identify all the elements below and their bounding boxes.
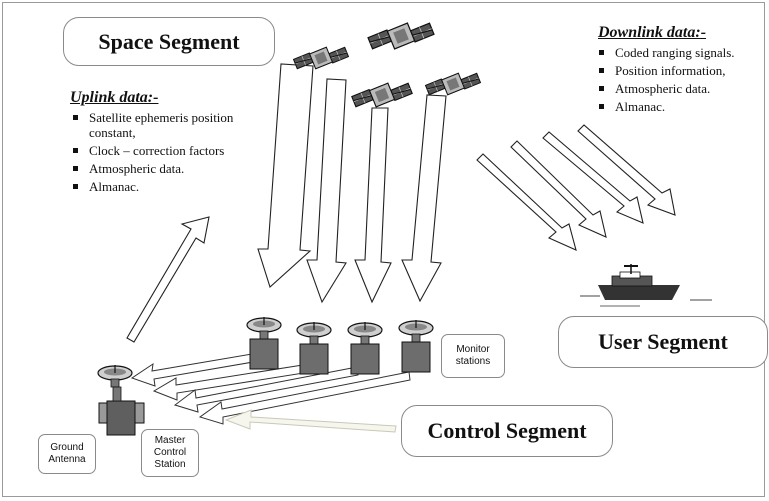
downlink-list: Coded ranging signals. Position informat… xyxy=(597,45,757,117)
uplink-list: Satellite ephemeris position constant, C… xyxy=(71,110,241,197)
arrow-icon xyxy=(354,107,392,304)
arrow-icon xyxy=(126,216,210,343)
user-segment-label: User Segment xyxy=(558,316,768,368)
arrow-icon xyxy=(257,63,314,288)
arrow-icon xyxy=(510,140,607,238)
uplink-item: Satellite ephemeris position constant, xyxy=(71,110,241,140)
arrow-icon xyxy=(198,371,411,425)
downlink-heading: Downlink data:- xyxy=(598,24,707,41)
arrow-icon xyxy=(173,366,359,413)
arrow-icon xyxy=(130,352,260,387)
monitor-station xyxy=(296,321,332,375)
monitor-station xyxy=(246,316,282,370)
space-segment-label: Space Segment xyxy=(63,17,275,66)
satellite-icon xyxy=(367,13,435,59)
master-control-station-label: Master Control Station xyxy=(141,429,199,477)
downlink-arrows xyxy=(476,124,676,251)
arrow-icon xyxy=(306,78,347,304)
arrow-icon xyxy=(577,124,676,216)
downlink-item: Atmospheric data. xyxy=(597,81,757,96)
arrow-icon xyxy=(476,153,577,251)
arrow-icon xyxy=(542,131,644,224)
uplink-item: Atmospheric data. xyxy=(71,161,241,176)
arrow-icon xyxy=(224,409,397,433)
control-segment-label: Control Segment xyxy=(401,405,613,457)
arrow-icon xyxy=(401,94,447,303)
monitor-stations-label: Monitor stations xyxy=(441,334,505,378)
monitor-station xyxy=(398,319,434,373)
satellite-to-monitor-arrows xyxy=(257,63,447,304)
arrow-icon xyxy=(152,363,311,401)
downlink-item: Coded ranging signals. xyxy=(597,45,757,60)
ship-icon xyxy=(580,264,712,307)
monitor-station xyxy=(347,321,383,375)
downlink-item: Almanac. xyxy=(597,99,757,114)
ground-antenna-icon xyxy=(97,364,145,436)
uplink-heading: Uplink data:- xyxy=(70,89,159,106)
ground-antenna-label: Ground Antenna xyxy=(38,434,96,474)
uplink-item: Almanac. xyxy=(71,179,241,194)
uplink-item: Clock – correction factors xyxy=(71,143,241,158)
monitor-to-master-arrows xyxy=(130,352,411,425)
downlink-item: Position information, xyxy=(597,63,757,78)
